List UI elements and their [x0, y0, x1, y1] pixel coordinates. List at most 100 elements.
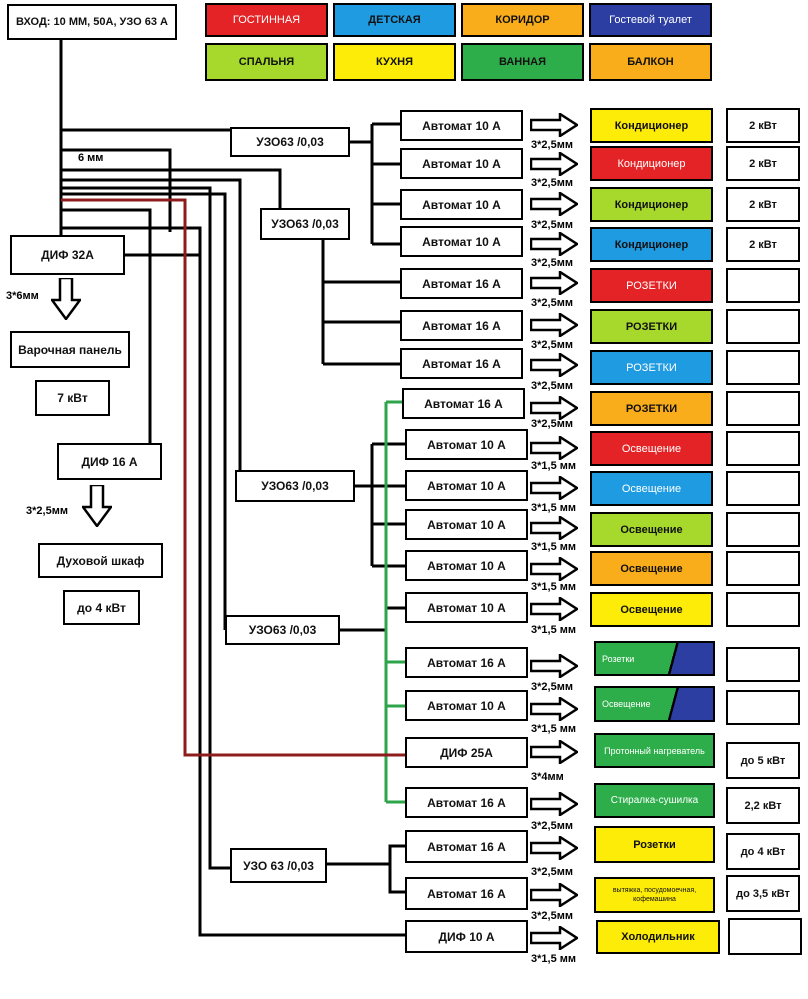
- cable-label-oven: 3*2,5мм: [26, 505, 68, 517]
- rcd-1: УЗО63 /0,03: [230, 127, 350, 157]
- cable-5: 3*2,5мм: [531, 339, 573, 351]
- cable-19: 3*1,5 мм: [531, 953, 577, 965]
- arrow-right-icon: [530, 436, 578, 460]
- power-5: [726, 309, 800, 344]
- cable-17: 3*2,5мм: [531, 866, 573, 878]
- wire-size-label: 6 мм: [78, 152, 104, 164]
- arrow-right-icon: [530, 926, 578, 950]
- rcd1-taps: [372, 122, 400, 246]
- legend-kuhnya: КУХНЯ: [333, 43, 456, 81]
- rcd2-taps: [323, 280, 400, 366]
- dif-32a-box: ДИФ 32А: [10, 235, 125, 275]
- load-16: Стиралка-сушилка: [594, 783, 715, 818]
- power-oven: до 4 кВт: [63, 590, 140, 625]
- breaker-8: Автомат 10 А: [405, 429, 528, 460]
- power-8: [726, 431, 800, 466]
- power-7: [726, 391, 800, 426]
- power-0: 2 кВт: [726, 108, 800, 143]
- legend-gostinnaya: ГОСТИННАЯ: [205, 3, 328, 37]
- cable-label-6mm: 3*6мм: [6, 290, 39, 302]
- input-box: ВХОД: 10 ММ, 50А, УЗО 63 А: [7, 4, 177, 40]
- load-9: Освещение: [590, 471, 713, 506]
- dif-16a-box: ДИФ 16 А: [57, 443, 162, 480]
- cable-12: 3*1,5 мм: [531, 624, 577, 636]
- load-15: Протонный нагреватель: [594, 733, 715, 768]
- feed-fridge: [61, 226, 407, 937]
- power-3: 2 кВт: [726, 227, 800, 262]
- cable-3: 3*2,5мм: [531, 257, 573, 269]
- breaker-11: Автомат 10 А: [405, 550, 528, 581]
- load-6: РОЗЕТКИ: [590, 350, 713, 385]
- load-5: РОЗЕТКИ: [590, 309, 713, 344]
- arrow-right-icon: [530, 353, 578, 377]
- load-2: Кондиционер: [590, 187, 713, 222]
- breaker-12: Автомат 10 А: [405, 592, 528, 623]
- breaker-0: Автомат 10 А: [400, 110, 523, 141]
- power-16: 2,2 кВт: [726, 787, 800, 824]
- arrow-right-icon: [530, 271, 578, 295]
- legend-balkon: БАЛКОН: [589, 43, 712, 81]
- cable-7: 3*2,5мм: [531, 418, 573, 430]
- cable-4: 3*2,5мм: [531, 297, 573, 309]
- breaker-16: Автомат 16 А: [405, 787, 528, 818]
- load-14-label: Освещение: [602, 699, 651, 709]
- legend-guest-toilet: Гостевой туалет: [589, 3, 712, 37]
- cable-8: 3*1,5 мм: [531, 460, 577, 472]
- feed-wire-a: [61, 148, 172, 232]
- cable-16: 3*2,5мм: [531, 820, 573, 832]
- feed-rcd2: [61, 168, 282, 208]
- load-1: Кондиционер: [590, 146, 713, 181]
- load-19: Холодильник: [596, 920, 720, 954]
- power-15: до 5 кВт: [726, 742, 800, 779]
- rcd-5: УЗО 63 /0,03: [230, 848, 327, 883]
- breaker-18: Автомат 16 А: [405, 877, 528, 910]
- power-12: [726, 592, 800, 627]
- rcd5-out2: [388, 864, 405, 894]
- load-3: Кондиционер: [590, 227, 713, 262]
- rcd-4: УЗО63 /0,03: [225, 615, 340, 645]
- cable-10: 3*1,5 мм: [531, 541, 577, 553]
- arrow-right-icon: [530, 740, 578, 764]
- breaker-3: Автомат 10 А: [400, 226, 523, 257]
- arrow-right-icon: [530, 396, 578, 420]
- rcd5-out1: [327, 844, 405, 866]
- power-17: до 4 кВт: [726, 833, 800, 870]
- arrow-right-icon: [530, 883, 578, 907]
- load-18: вытяжка, посудомоечная, кофемашина: [594, 877, 715, 913]
- load-7: РОЗЕТКИ: [590, 391, 713, 426]
- arrow-down-icon: [82, 485, 112, 527]
- power-19: [728, 918, 802, 955]
- power-10: [726, 512, 800, 547]
- feed-rcd3: [61, 178, 242, 470]
- feed-rcd4: [61, 192, 227, 630]
- rcd-2: УЗО63 /0,03: [260, 208, 350, 240]
- legend-vannaya: ВАННАЯ: [461, 43, 584, 81]
- feed-dif16: [61, 208, 152, 443]
- breaker-4: Автомат 16 А: [400, 268, 523, 299]
- cable-9: 3*1,5 мм: [531, 502, 577, 514]
- arrow-right-icon: [530, 697, 578, 721]
- arrow-right-icon: [530, 192, 578, 216]
- power-13: [726, 647, 800, 682]
- breaker-5: Автомат 16 А: [400, 310, 523, 341]
- breaker-17: Автомат 16 А: [405, 830, 528, 863]
- power-cooktop: 7 кВт: [35, 380, 110, 416]
- breaker-2: Автомат 10 А: [400, 189, 523, 220]
- load-cooktop: Варочная панель: [10, 331, 130, 368]
- rcd-3: УЗО63 /0,03: [235, 470, 355, 502]
- breaker-19: ДИФ 10 А: [405, 920, 528, 953]
- power-9: [726, 471, 800, 506]
- load-10: Освещение: [590, 512, 713, 547]
- arrow-right-icon: [530, 516, 578, 540]
- arrow-right-icon: [530, 476, 578, 500]
- cable-13: 3*2,5мм: [531, 681, 573, 693]
- load-14: Освещение: [594, 686, 715, 722]
- feed-rcd5: [61, 186, 230, 870]
- power-1: 2 кВт: [726, 146, 800, 181]
- legend-detskaya: ДЕТСКАЯ: [333, 3, 456, 37]
- arrow-down-icon: [51, 278, 81, 320]
- breaker-9: Автомат 10 А: [405, 470, 528, 501]
- breaker-15: ДИФ 25А: [405, 737, 528, 768]
